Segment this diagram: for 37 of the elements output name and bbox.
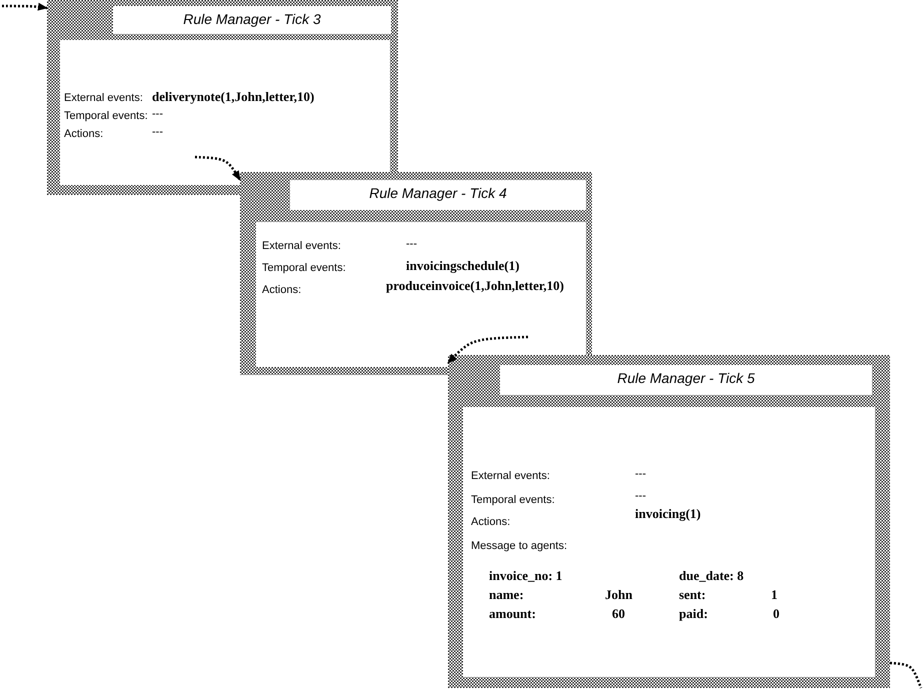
field-value: invoicing(1) xyxy=(635,507,701,522)
window-panel xyxy=(240,172,592,375)
field-label: External events: xyxy=(471,470,550,482)
field-value: sent: xyxy=(679,588,706,602)
field-label: External events: xyxy=(262,240,341,252)
field-label: Actions: xyxy=(471,516,510,528)
field-value: produceinvoice(1,John,letter,10) xyxy=(386,279,564,294)
field-label: Message to agents: xyxy=(471,540,568,552)
field-label: External events: xyxy=(64,92,143,104)
field-value: invoice_no: 1 xyxy=(489,569,562,584)
field-label: --- xyxy=(152,108,163,120)
window-title: Rule Manager - Tick 5 xyxy=(616,370,756,386)
field-label: Actions: xyxy=(64,128,104,140)
field-value: 0 xyxy=(773,607,780,622)
field-value: amount: xyxy=(489,607,536,622)
field-value: name: xyxy=(489,588,524,602)
field-label: Actions: xyxy=(262,284,302,296)
field-value: 1 xyxy=(771,588,778,602)
dotted-arrow xyxy=(194,156,242,181)
field-label: --- xyxy=(635,468,646,480)
field-label: --- xyxy=(406,238,417,250)
dotted-arrow xyxy=(447,336,528,364)
field-label: Temporal events: xyxy=(262,262,346,274)
field-value: due_date: 8 xyxy=(679,569,744,584)
dotted-arrow xyxy=(2,2,48,11)
window-title: Rule Manager - Tick 4 xyxy=(368,185,508,201)
field-value: deliverynote(1,John,letter,10) xyxy=(152,90,314,104)
field-value: invoicingschedule(1) xyxy=(406,259,520,274)
field-label: --- xyxy=(635,490,646,502)
field-value: John xyxy=(605,588,632,602)
field-label: Temporal events: xyxy=(471,494,555,506)
field-value: paid: xyxy=(679,607,708,622)
window-title: Rule Manager - Tick 3 xyxy=(182,11,322,27)
field-label: --- xyxy=(152,126,163,138)
field-value: 60 xyxy=(612,607,625,622)
window-panel xyxy=(448,355,890,688)
field-label: Temporal events: xyxy=(64,110,148,122)
